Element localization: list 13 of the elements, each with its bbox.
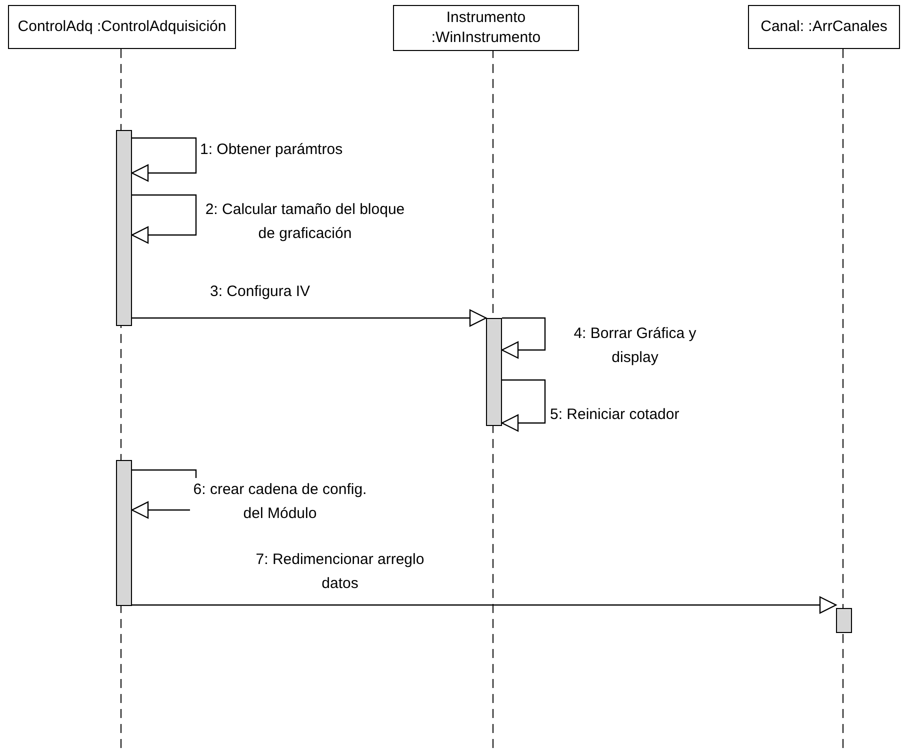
object-box: ControlAdq :ControlAdquisición — [8, 5, 236, 49]
message-arrow — [501, 317, 546, 359]
activation-bar — [116, 130, 132, 326]
object-box: Canal: :ArrCanales — [748, 5, 900, 49]
message-arrow — [132, 309, 487, 327]
message-arrow — [132, 596, 837, 614]
message-arrow — [131, 194, 197, 244]
activation-bar — [836, 608, 852, 633]
message-arrow — [131, 137, 197, 182]
object-box: Instrumento :WinInstrumento — [393, 5, 579, 51]
activation-bar — [116, 460, 132, 606]
message-arrow — [501, 379, 546, 432]
activation-bar — [486, 318, 502, 426]
